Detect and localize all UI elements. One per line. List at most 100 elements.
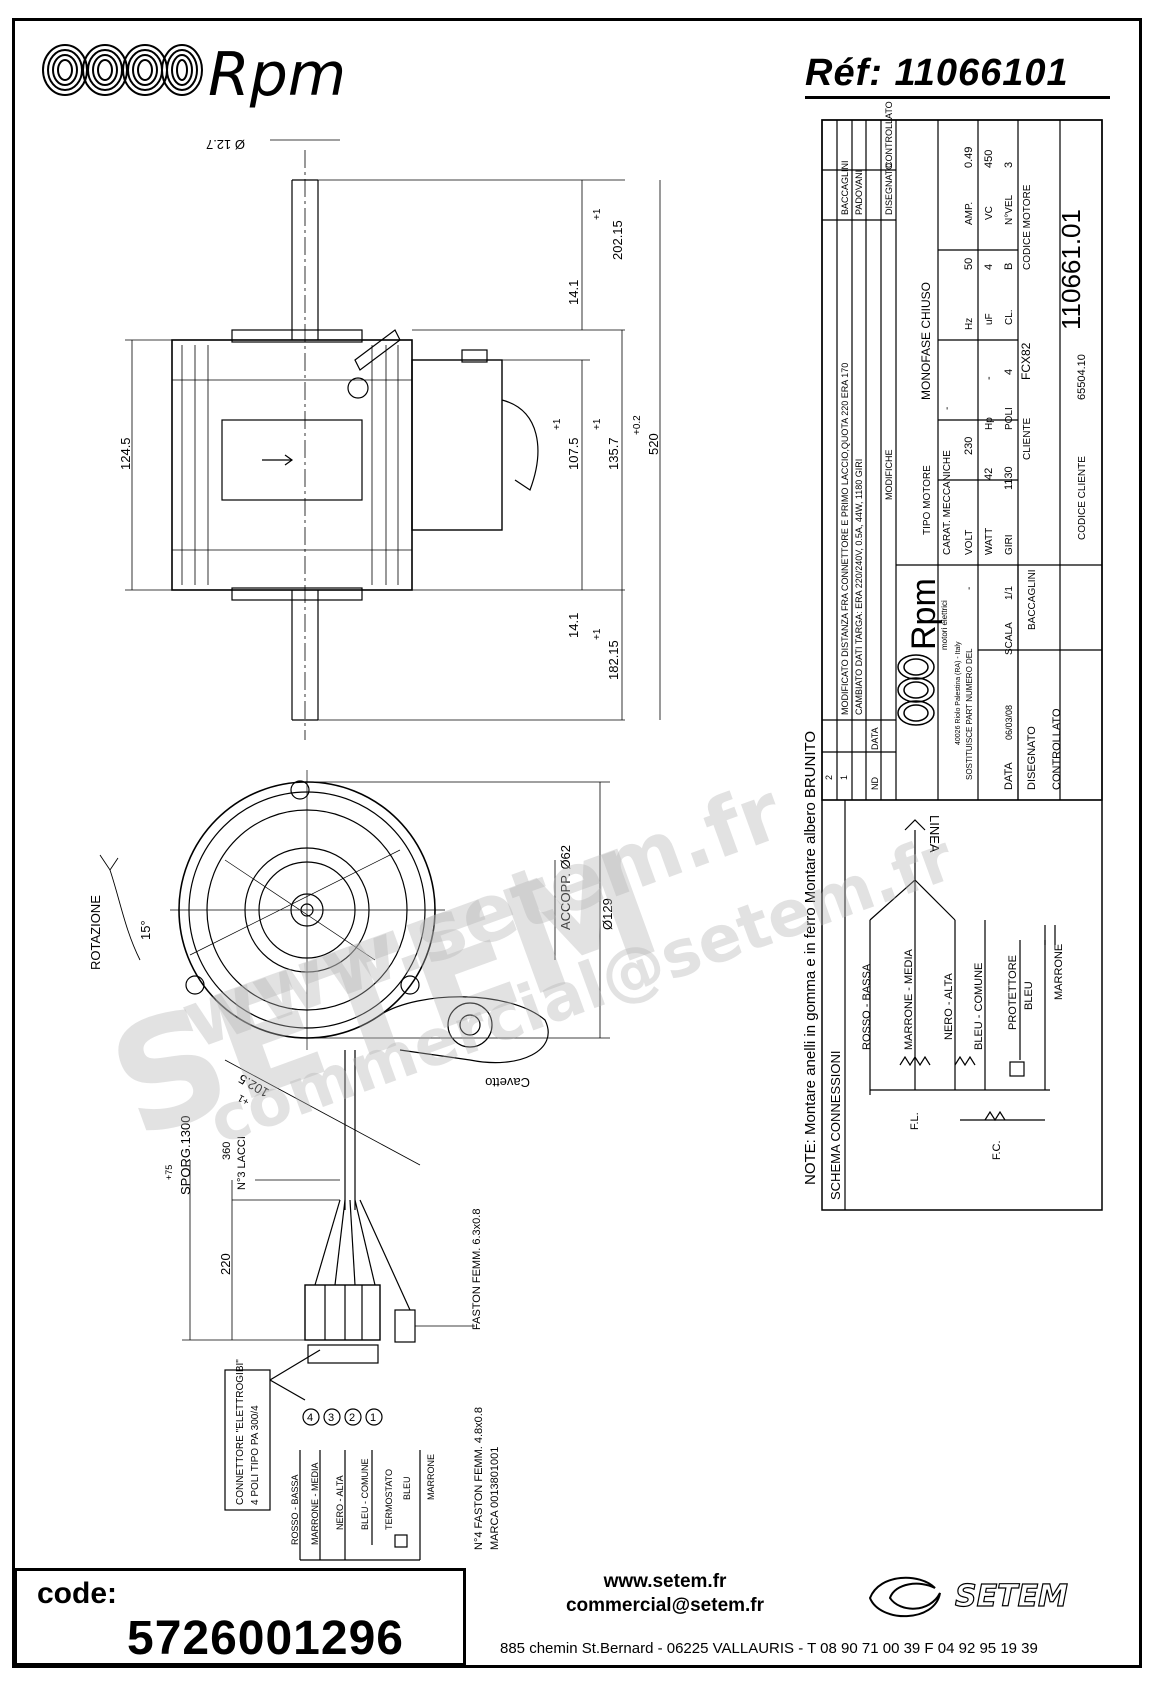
tb-row1-text: CAMBIATO DATI TARGA: ERA 220/240V, 0.5A,… bbox=[854, 459, 864, 715]
drawing-frame bbox=[12, 18, 1142, 1668]
tb-disegnato-label: DISEGNATO bbox=[1026, 726, 1038, 790]
tb-carat-label: CARAT. MECCANICHE bbox=[942, 450, 953, 555]
tb-uf: 4 bbox=[983, 264, 995, 270]
dim-total: 520 bbox=[646, 433, 661, 455]
tb-codice-cliente: 65504.10 bbox=[1076, 354, 1088, 400]
pin-3: 3 bbox=[328, 1412, 334, 1424]
tb-col-disegnato: DISEGNATO bbox=[884, 163, 894, 215]
tb-uf-label: uF bbox=[984, 313, 995, 325]
small-wire-bleu-comune: BLEU - COMUNE bbox=[360, 1458, 370, 1530]
tb-data-label: DATA bbox=[1003, 762, 1015, 790]
tb-cliente-label: CLIENTE bbox=[1022, 417, 1033, 460]
tb-controllato-label: CONTROLLATO bbox=[1051, 708, 1063, 790]
len-220: 220 bbox=[218, 1253, 233, 1275]
pin-1: 1 bbox=[370, 1412, 376, 1424]
schema-wire-marrone: MARRONE - MEDIA bbox=[903, 949, 915, 1051]
accopp-label: ACCOPP. Ø62 bbox=[558, 845, 573, 930]
tb-sostituisce-value: - bbox=[964, 587, 975, 590]
tb-giri-label: GIRI bbox=[1004, 534, 1015, 555]
dim-bottom-step: 14.1 bbox=[566, 613, 581, 638]
dim-mid: 107.5 bbox=[566, 437, 581, 470]
tb-carat-value: - bbox=[942, 407, 953, 410]
dim-shaft-dia: Ø 12.7 bbox=[206, 137, 245, 152]
schema-protettore: PROTETTORE bbox=[1007, 955, 1019, 1030]
tb-codice-motore-label: CODICE MOTORE bbox=[1022, 184, 1033, 270]
tb-sostituisce-label: SOSTITUISCE PART NUMERO DEL bbox=[965, 648, 974, 780]
code-value: 5726001296 bbox=[127, 1612, 404, 1665]
small-wire-rosso: ROSSO - BASSA bbox=[290, 1474, 300, 1545]
faston-label: FASTON FEMM. 6.3x0.8 bbox=[471, 1209, 483, 1330]
tb-col-data: DATA bbox=[870, 727, 880, 750]
tb-amp: 0.49 bbox=[963, 147, 975, 168]
schema-title: SCHEMA CONNESSIONI bbox=[828, 1050, 843, 1200]
schema-linea: LINEA bbox=[927, 815, 942, 853]
radius-tol-label: +1 bbox=[236, 1091, 252, 1106]
tb-data-value: 06/03/08 bbox=[1004, 705, 1014, 740]
tb-tipo-motore-value: MONOFASE CHIUSO bbox=[919, 282, 933, 400]
dim-top-step: 14.1 bbox=[566, 280, 581, 305]
tb-volt-label: VOLT bbox=[964, 530, 975, 555]
tb-disegnato: BACCAGLINI bbox=[1027, 569, 1038, 630]
dim-bottom-shaft: 182.15 bbox=[606, 640, 621, 680]
schema-fl: F.L. bbox=[909, 1112, 921, 1130]
marca-label: MARCA 0013801001 bbox=[489, 1447, 501, 1550]
tb-hz: 50 bbox=[963, 258, 975, 270]
tb-watt-label: WATT bbox=[984, 528, 995, 555]
tb-company: Rpm bbox=[905, 578, 943, 650]
tb-cliente: FCX82 bbox=[1019, 342, 1033, 380]
connector-line1: CONNETTORE "ELETTROGIBI" bbox=[235, 1359, 246, 1505]
tb-col-modifiche: MODIFICHE bbox=[884, 450, 894, 501]
title-block-logo-icon bbox=[897, 654, 935, 726]
tb-row2-nd: 2 bbox=[824, 775, 834, 780]
setem-brand: SETEM bbox=[955, 1579, 1068, 1614]
tb-volt: 230 bbox=[963, 437, 975, 455]
connector-line2: 4 POLI TIPO PA 300/4 bbox=[250, 1405, 261, 1505]
schema-bleu: BLEU bbox=[1023, 981, 1035, 1010]
cable-label: Cavetto bbox=[485, 1075, 530, 1090]
tb-amp-label: AMP. bbox=[964, 202, 975, 225]
tb-col-nd: ND bbox=[870, 777, 880, 790]
website-link[interactable]: www.setem.fr bbox=[603, 1571, 727, 1592]
pin-2: 2 bbox=[349, 1412, 355, 1424]
schema-marrone: MARRONE bbox=[1053, 944, 1065, 1000]
sporg-label: SPORG.1300 bbox=[178, 1116, 193, 1196]
tb-hp: - bbox=[983, 376, 995, 380]
dim-top-shaft: 202.15 bbox=[610, 220, 625, 260]
tb-poli-label: POLI bbox=[1004, 407, 1015, 430]
tb-row1-disegnato: PADOVANI bbox=[854, 170, 864, 215]
contact-block: www.setem.fr commercial@setem.fr bbox=[540, 1570, 790, 1618]
tb-cl-label: CL. bbox=[1004, 309, 1015, 325]
tb-company-sub: motori elettrici bbox=[940, 600, 949, 650]
tb-scala-label: SCALA bbox=[1004, 622, 1015, 655]
tb-nvel: 3 bbox=[1003, 162, 1015, 168]
small-wire-termostato: TERMOSTATO bbox=[384, 1469, 394, 1530]
pin-4: 4 bbox=[307, 1412, 313, 1424]
tb-watt: 42 bbox=[983, 468, 995, 480]
dim-bottom-shaft-tol: +1 bbox=[592, 628, 603, 640]
lacci-label: N°3 LACCI bbox=[236, 1136, 248, 1190]
reference-underline bbox=[805, 96, 1110, 99]
tb-scala: 1/1 bbox=[1004, 586, 1015, 600]
small-wire-marrone-media: MARRONE - MEDIA bbox=[310, 1462, 320, 1545]
dim-mid-tol: +1 bbox=[552, 418, 563, 430]
dim-mid2-tol: +1 bbox=[592, 418, 603, 430]
tb-vc-label: VC bbox=[984, 206, 995, 220]
diameter-label: Ø129 bbox=[600, 898, 615, 930]
note-text: NOTE: Montare anelli in gomma e in ferro… bbox=[802, 731, 819, 1185]
small-wire-nero: NERO - ALTA bbox=[335, 1475, 345, 1530]
sporg-tol: +75 bbox=[164, 1165, 174, 1180]
rpm-logo-icon bbox=[42, 44, 203, 96]
rotation-label: ROTAZIONE bbox=[88, 895, 103, 970]
faston4-label: N°4 FASTON FEMM. 4.8x0.8 bbox=[473, 1407, 485, 1550]
lacci-length: 360 bbox=[221, 1142, 233, 1160]
setem-logo-icon: SETEM bbox=[868, 1576, 1069, 1618]
tb-row1-nd: 1 bbox=[839, 775, 849, 780]
email-link[interactable]: commercial@setem.fr bbox=[565, 1595, 765, 1616]
schema-fc: F.C. bbox=[991, 1140, 1003, 1160]
tb-tipo-motore-label: TIPO MOTORE bbox=[922, 465, 933, 535]
small-wire-bleu: BLEU bbox=[402, 1476, 412, 1500]
small-wire-marrone: MARRONE bbox=[426, 1454, 436, 1500]
code-label: code: bbox=[37, 1577, 118, 1610]
tb-col-controllato: CONTROLLATO bbox=[884, 101, 894, 168]
